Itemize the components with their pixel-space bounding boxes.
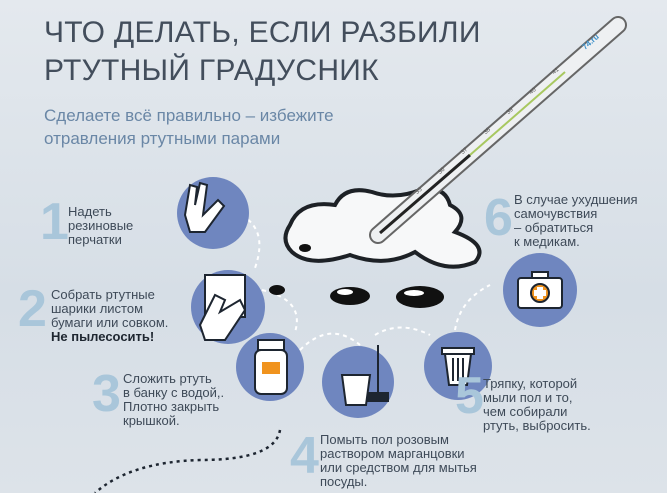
text-line: раствором марганцовки <box>320 446 465 461</box>
step-5-number: 5 <box>455 367 484 425</box>
subtitle-line: Сделаете всё правильно – избежите <box>44 106 334 125</box>
step-3-number: 3 <box>92 365 121 423</box>
text-line: Сложить ртуть <box>123 371 212 386</box>
thermometer-tick-label: 38 <box>483 127 492 136</box>
thermometer-tick-label: 37 <box>460 146 469 155</box>
text-line: перчатки <box>68 232 122 247</box>
jar-icon <box>254 339 288 395</box>
title-line: ЧТО ДЕЛАТЬ, ЕСЛИ РАЗБИЛИ <box>44 16 481 49</box>
text-line: самочувствия <box>514 206 598 221</box>
text-line: крышкой. <box>123 413 180 428</box>
subtitle: Сделаете всё правильно – избежите отравл… <box>44 104 334 150</box>
flow-path <box>233 211 491 351</box>
text-line: в банку с водой,. <box>123 385 225 400</box>
thermometer-tick-label: 36 <box>437 166 446 175</box>
hand-paper-icon <box>198 274 247 341</box>
thermometer-tick-label: 40 <box>529 87 538 96</box>
warning-text: Не пылесосить! <box>51 329 155 344</box>
gloves-icon <box>183 181 226 233</box>
dotted-line <box>94 429 282 493</box>
text-line: В случае ухудшения <box>514 192 638 207</box>
bucket-mop-icon <box>340 345 389 406</box>
title-line: РТУТНЫЙ ГРАДУСНИК <box>44 54 379 87</box>
step-1-number: 1 <box>40 193 69 251</box>
subtitle-line: отравления ртутными парами <box>44 129 281 148</box>
text-line: мыли пол и то, <box>483 390 573 405</box>
text-line: шарики листом <box>51 301 144 316</box>
text-line: чем собирали <box>483 404 568 419</box>
text-line: Надеть <box>68 204 112 219</box>
text-line: ртуть, выбросить. <box>483 418 591 433</box>
step-2-number: 2 <box>18 280 47 338</box>
trash-can-icon <box>441 347 475 386</box>
text-line: Плотно закрыть <box>123 399 220 414</box>
text-line: Тряпку, которой <box>483 376 578 391</box>
text-line: – обратиться <box>514 220 594 235</box>
thermometer-tick-label: 41 <box>551 67 560 76</box>
thermometer-tick-label: 35 <box>415 186 424 195</box>
text-line: резиновые <box>68 218 134 233</box>
text-line: бумаги или совком. <box>51 315 169 330</box>
first-aid-kit-icon <box>517 271 563 309</box>
text-line: посуды. <box>320 474 368 489</box>
text-line: или средством для мытья <box>320 460 477 475</box>
page-title: ЧТО ДЕЛАТЬ, ЕСЛИ РАЗБИЛИ РТУТНЫЙ ГРАДУСН… <box>44 14 481 90</box>
mercury-puddle-icon <box>269 187 482 308</box>
text-line: Помыть пол розовым <box>320 432 449 447</box>
thermometer-tick-label: 39 <box>506 107 515 116</box>
text-line: к медикам. <box>514 234 580 249</box>
step-4-number: 4 <box>290 427 319 485</box>
step-6-number: 6 <box>484 189 513 247</box>
text-line: Собрать ртутные <box>51 287 155 302</box>
